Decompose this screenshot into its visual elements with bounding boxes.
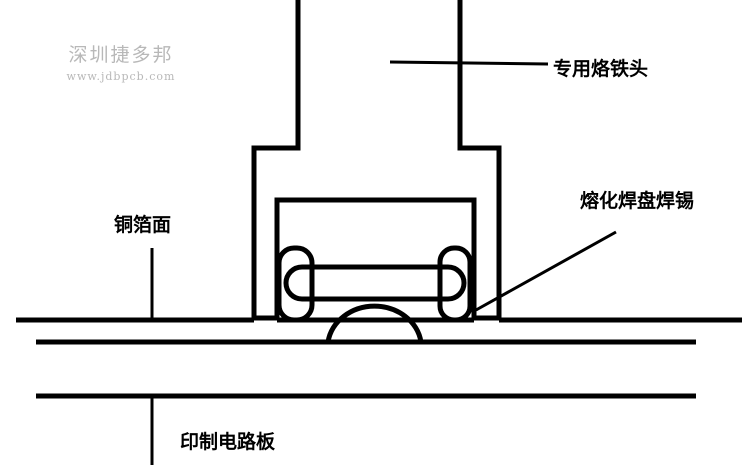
watermark: 深圳捷多邦 www.jdbpcb.com bbox=[36, 40, 206, 83]
solder-bump bbox=[325, 303, 424, 343]
solder-blob-left bbox=[276, 245, 315, 323]
label-copper-foil-side: 铜箔面 bbox=[114, 214, 172, 236]
label-soldering-iron-tip: 专用烙铁头 bbox=[553, 58, 649, 80]
leader-iron bbox=[389, 60, 549, 66]
label-printed-circuit-board: 印制电路板 bbox=[180, 431, 276, 453]
solder-blob-right bbox=[437, 245, 473, 323]
watermark-name: 深圳捷多邦 bbox=[68, 44, 174, 66]
watermark-url: www.jdbpcb.com bbox=[66, 70, 176, 83]
soldering-iron-outer bbox=[251, 0, 502, 321]
leader-solder bbox=[475, 230, 617, 312]
label-melted-pad-solder: 熔化焊盘焊锡 bbox=[580, 190, 695, 212]
component-body bbox=[283, 264, 467, 302]
